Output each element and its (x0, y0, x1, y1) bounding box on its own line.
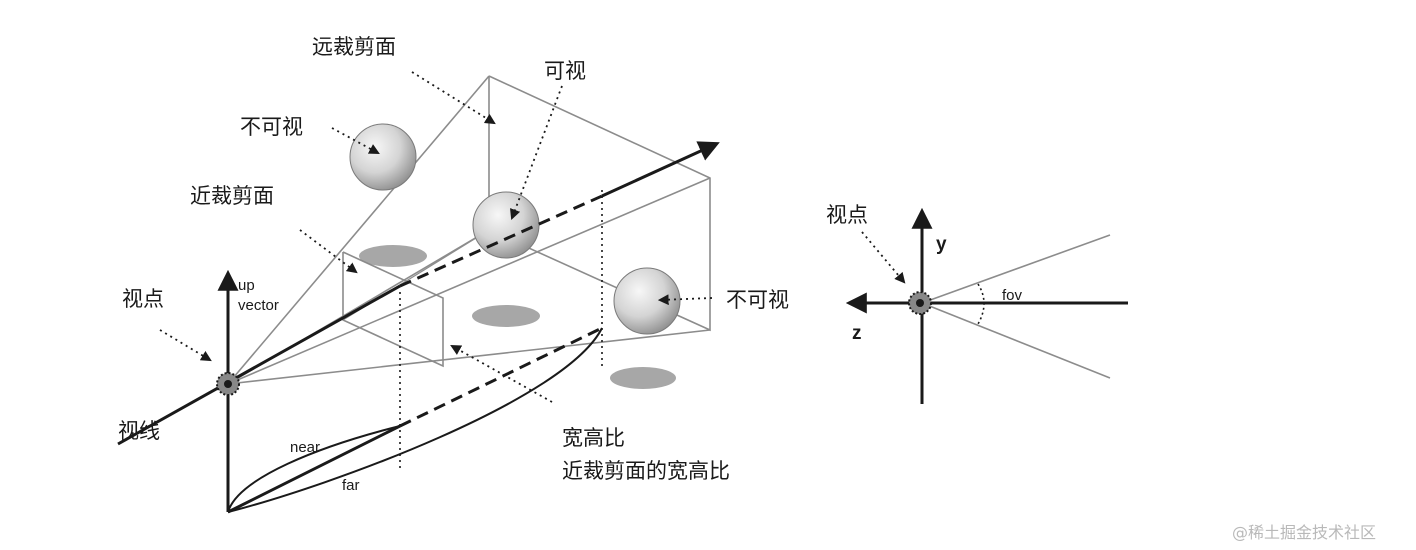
sphere-visible (472, 191, 540, 259)
label-viewpoint-left: 视点 (122, 287, 164, 311)
label-aspect-ratio: 宽高比 (562, 426, 625, 450)
watermark: @稀土掘金技术社区 (1232, 523, 1376, 542)
label-near-plane: 近裁剪面 (190, 184, 274, 208)
label-far-plane: 远裁剪面 (312, 35, 396, 59)
frustum-edge-right (227, 177, 711, 385)
label-near-plane-aspect-ratio: 近裁剪面的宽高比 (562, 459, 730, 483)
near-distance-arc (227, 425, 401, 513)
far-distance-solid (227, 424, 401, 514)
pointer-visible (510, 85, 563, 221)
fov-diagram: 视点 y z fov (826, 203, 1128, 404)
pointer-invisible-right (657, 294, 713, 306)
label-up-vector-2: vector (238, 297, 279, 314)
pointer-aspect-ratio (450, 344, 553, 403)
pointer-viewpoint-left (159, 329, 212, 362)
far-distance-dashed (399, 326, 603, 428)
pointer-invisible-top (331, 127, 380, 155)
frustum-edge-bottom (227, 329, 711, 385)
line-of-sight-solid-2 (601, 141, 720, 198)
far-distance-arc (227, 327, 603, 513)
label-axis-y: y (936, 234, 947, 255)
fov-eye-pupil (916, 299, 924, 307)
label-fov: fov (1002, 287, 1023, 304)
label-line-of-sight: 视线 (118, 419, 160, 443)
label-axis-z: z (852, 323, 862, 344)
label-near: near (290, 439, 320, 456)
eye-pupil (224, 380, 232, 388)
fov-upper-ray (921, 234, 1111, 304)
shadow-middle (472, 305, 540, 327)
pointer-far-plane (411, 71, 496, 125)
fov-lower-ray (921, 302, 1111, 379)
label-up-vector-1: up (238, 277, 255, 294)
frustum-group: 远裁剪面 可视 不可视 近裁剪面 up vector 视点 不可视 视线 nea… (117, 35, 789, 514)
label-far: far (342, 477, 360, 494)
pointer-viewpoint-right (861, 231, 906, 284)
frustum-edge-top (227, 75, 490, 385)
label-invisible-right: 不可视 (726, 288, 789, 312)
label-visible: 可视 (544, 59, 586, 83)
sphere-invisible-right (613, 267, 681, 335)
label-invisible-top: 不可视 (240, 115, 303, 139)
sphere-invisible-top (349, 123, 417, 191)
label-viewpoint-right: 视点 (826, 203, 868, 227)
line-of-sight-solid-1 (117, 284, 401, 446)
shadow-near (359, 245, 427, 267)
shadow-far (610, 367, 676, 389)
